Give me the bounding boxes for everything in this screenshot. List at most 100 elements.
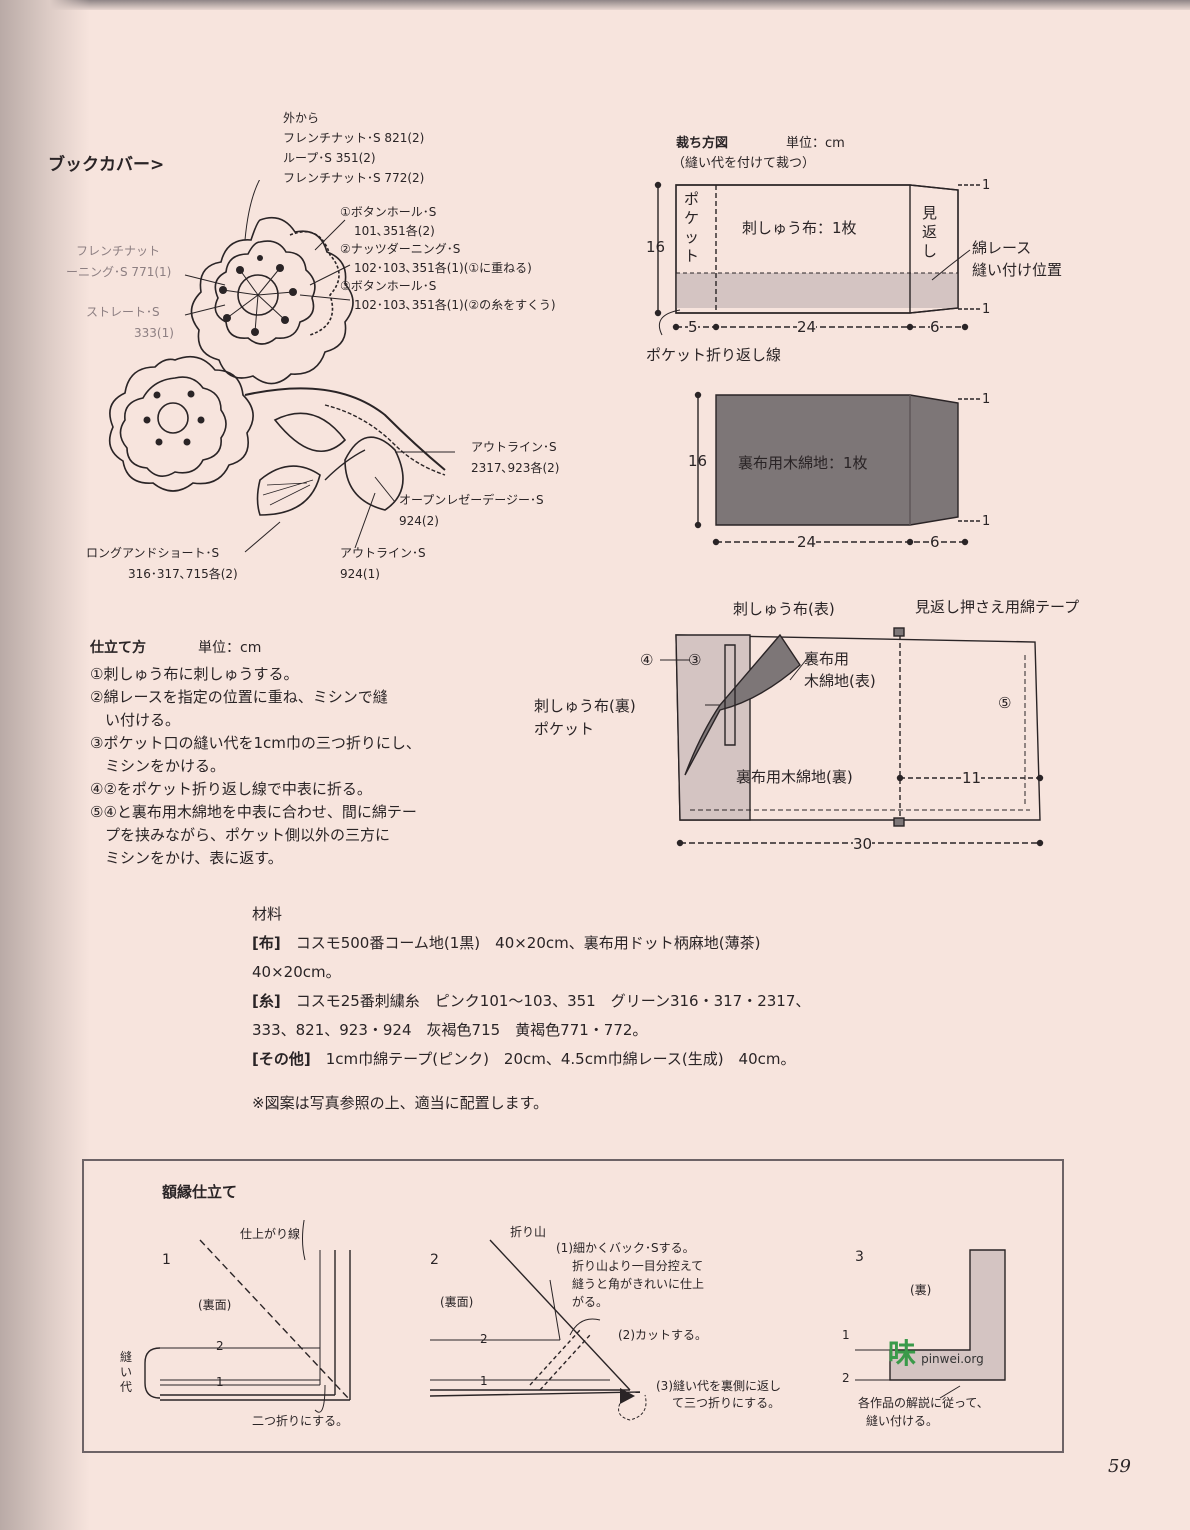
fig-facing-tape: 見返し押さえ用綿テープ bbox=[915, 598, 1080, 616]
label-buttonhole-1a: ①ボタンホール･S bbox=[340, 205, 437, 219]
label-outline2-b: 924(1) bbox=[340, 567, 380, 581]
fig-pocket: ポケット bbox=[534, 720, 595, 738]
fig-n5: ⑤ bbox=[998, 694, 1012, 712]
fig-dim-30: 30 bbox=[853, 835, 873, 854]
leaf-icon bbox=[256, 412, 404, 516]
cutting-diagram bbox=[654, 181, 980, 546]
label-french-knot-left: フレンチナット bbox=[76, 244, 161, 258]
label-french-knot-772: フレンチナット･S 772(2) bbox=[283, 171, 425, 185]
frame-fig3-l1: 1 bbox=[842, 1328, 850, 1342]
frame-diagrams bbox=[144, 1220, 1006, 1421]
materials-line-thread-cont: 333、821、923・924 灰褐色715 黄褐色771・772。 bbox=[252, 1021, 648, 1039]
frame-fig3-back: (裏) bbox=[910, 1283, 932, 1297]
frame-fig2-back: (裏面) bbox=[440, 1295, 474, 1309]
frame-fig2-s1b: 折り山より一目分控えて bbox=[572, 1259, 704, 1273]
step-2: ②綿レースを指定の位置に重ね、ミシンで縫 bbox=[90, 688, 388, 706]
materials-line-fabric: [布] コスモ500番コーム地(1黒) 40×20cm、裏布用ドット柄麻地(薄茶… bbox=[252, 934, 761, 952]
frame-fig3-note-b: 縫い付ける。 bbox=[866, 1414, 939, 1428]
label-darning-771: ーニング･S 771(1) bbox=[66, 265, 172, 279]
materials-note: ※図案は写真参照の上、適当に配置します。 bbox=[252, 1094, 549, 1112]
top-edge bbox=[0, 0, 1190, 10]
label-outline-a: アウトライン･S bbox=[471, 440, 557, 454]
dim-facing: 6 bbox=[930, 318, 940, 337]
frame-fig2-s1d: がる。 bbox=[572, 1295, 609, 1309]
materials-line-other: [その他] 1cm巾綿テープ(ピンク) 20cm、4.5cm巾綿レース(生成) … bbox=[252, 1050, 796, 1068]
label-buttonhole-1b: 101､351各(2) bbox=[354, 224, 435, 238]
fig-embroidery-front: 刺しゅう布(表) bbox=[733, 600, 835, 618]
fig-n3: ③ bbox=[688, 651, 702, 669]
watermark-mark: 味 bbox=[888, 1337, 917, 1370]
dim-main: 24 bbox=[797, 318, 817, 337]
materials-line-thread: [糸] コスモ25番刺繍糸 ピンク101～103、351 グリーン316・317… bbox=[252, 992, 811, 1010]
frame-finishing-box bbox=[82, 1159, 1064, 1453]
fig-embroidery-back: 刺しゅう布(裏) bbox=[534, 697, 636, 715]
assembly-diagram bbox=[660, 627, 1044, 847]
fig-lining-front-b: 木綿地(表) bbox=[804, 672, 876, 690]
frame-fig2-num: 2 bbox=[430, 1252, 439, 1268]
assembly-unit: 単位：cm bbox=[198, 640, 262, 656]
frame-fig1-finish-line: 仕上がり線 bbox=[240, 1227, 301, 1241]
frame-fig3-num: 3 bbox=[855, 1249, 864, 1265]
frame-fig2-s1a: (1)細かくバック･Sする。 bbox=[556, 1241, 695, 1255]
frame-fig1-back: (裏面) bbox=[198, 1298, 232, 1312]
frame-fig3-l2: 2 bbox=[842, 1371, 850, 1385]
upper-flower-icon bbox=[190, 216, 354, 385]
frame-fig1-seam-allowance: 縫い代 bbox=[120, 1350, 133, 1394]
materials-tag-other: [その他] bbox=[252, 1050, 311, 1068]
label-long-short-a: ロングアンドショート･S bbox=[86, 546, 220, 560]
assembly-steps: ①刺しゅう布に刺しゅうする。 ②綿レースを指定の位置に重ね、ミシンで縫 い付ける… bbox=[90, 663, 421, 870]
book-cover-title: ブックカバー> bbox=[48, 155, 165, 175]
step-5: ⑤④と裏布用木綿地を中表に合わせ、間に綿テー bbox=[90, 803, 417, 821]
fig-n4: ④ bbox=[640, 651, 654, 669]
materials-line-fabric-cont: 40×20cm。 bbox=[252, 963, 341, 981]
label-straight-b: 333(1) bbox=[134, 326, 174, 340]
fig-lining-front-a: 裏布用 bbox=[804, 650, 850, 668]
fold-line-label: ポケット折り返し線 bbox=[646, 346, 782, 364]
dim2-margin-top: 1 bbox=[982, 392, 991, 407]
frame-fig2-l2: 2 bbox=[480, 1332, 488, 1346]
frame-fig2-s3a: (3)縫い代を裏側に返し bbox=[656, 1379, 781, 1393]
lace-label-b: 縫い付け位置 bbox=[972, 261, 1063, 279]
label-outline2-a: アウトライン･S bbox=[340, 546, 426, 560]
step-3-cont: ミシンをかける。 bbox=[90, 757, 226, 775]
frame-fig3-note-a: 各作品の解説に従って、 bbox=[858, 1396, 989, 1410]
materials-tag-thread: [糸] bbox=[252, 992, 281, 1010]
label-french-knot-821: フレンチナット･S 821(2) bbox=[283, 131, 425, 145]
frame-fig1-fold-two: 二つ折りにする。 bbox=[252, 1414, 349, 1428]
label-open-lazy-b: 924(2) bbox=[399, 514, 439, 528]
binding-shadow bbox=[0, 0, 90, 1530]
frame-fig1-num: 1 bbox=[162, 1252, 171, 1268]
page-number: 59 bbox=[1108, 1456, 1131, 1477]
dim-margin-bottom: 1 bbox=[982, 302, 991, 317]
dim-pocket: 5 bbox=[688, 318, 698, 337]
lace-label-a: 綿レース bbox=[972, 239, 1032, 257]
label-outline-b: 2317､923各(2) bbox=[471, 461, 560, 475]
frame-fig2-s2: (2)カットする。 bbox=[618, 1328, 707, 1342]
label-buttonhole-3b: 102･103､351各(1)(②の糸をすくう) bbox=[354, 298, 556, 312]
step-5-cont2: ミシンをかけ、表に返す。 bbox=[90, 849, 283, 867]
label-outer-from: 外から bbox=[283, 111, 320, 125]
dim-margin-top: 1 bbox=[982, 178, 991, 193]
step-2-cont: い付ける。 bbox=[90, 711, 181, 729]
watermark-logo: 味 pinwei.org bbox=[888, 1332, 984, 1372]
label-nuts-darning-a: ②ナッツダーニング･S bbox=[340, 242, 461, 256]
assembly-title: 仕立て方 bbox=[90, 640, 146, 656]
dim2-height: 16 bbox=[688, 452, 708, 470]
label-straight-a: ストレート･S bbox=[86, 305, 160, 319]
facing-label: 見返し bbox=[922, 204, 938, 260]
step-1: ①刺しゅう布に刺しゅうする。 bbox=[90, 665, 299, 683]
embroidery-fabric-label: 刺しゅう布：1枚 bbox=[742, 219, 857, 237]
lining-label: 裏布用木綿地：1枚 bbox=[738, 454, 868, 472]
materials-block: 材料 [布] コスモ500番コーム地(1黒) 40×20cm、裏布用ドット柄麻地… bbox=[252, 900, 810, 1074]
pocket-label: ポケット bbox=[684, 190, 700, 265]
lower-flower-icon bbox=[108, 355, 254, 492]
cutting-note: （縫い代を付けて裁つ） bbox=[672, 156, 816, 171]
materials-tag-fabric: [布] bbox=[252, 934, 281, 952]
label-loop-351: ループ･S 351(2) bbox=[283, 151, 376, 165]
cutting-unit: 単位：cm bbox=[786, 136, 845, 151]
label-open-lazy-a: オープンレゼーデージー･S bbox=[399, 493, 544, 507]
materials-title: 材料 bbox=[252, 905, 283, 923]
fig-lining-back: 裏布用木綿地(裏) bbox=[736, 768, 853, 786]
label-buttonhole-3a: ③ボタンホール･S bbox=[340, 279, 437, 293]
dim2-margin-bottom: 1 bbox=[982, 514, 991, 529]
